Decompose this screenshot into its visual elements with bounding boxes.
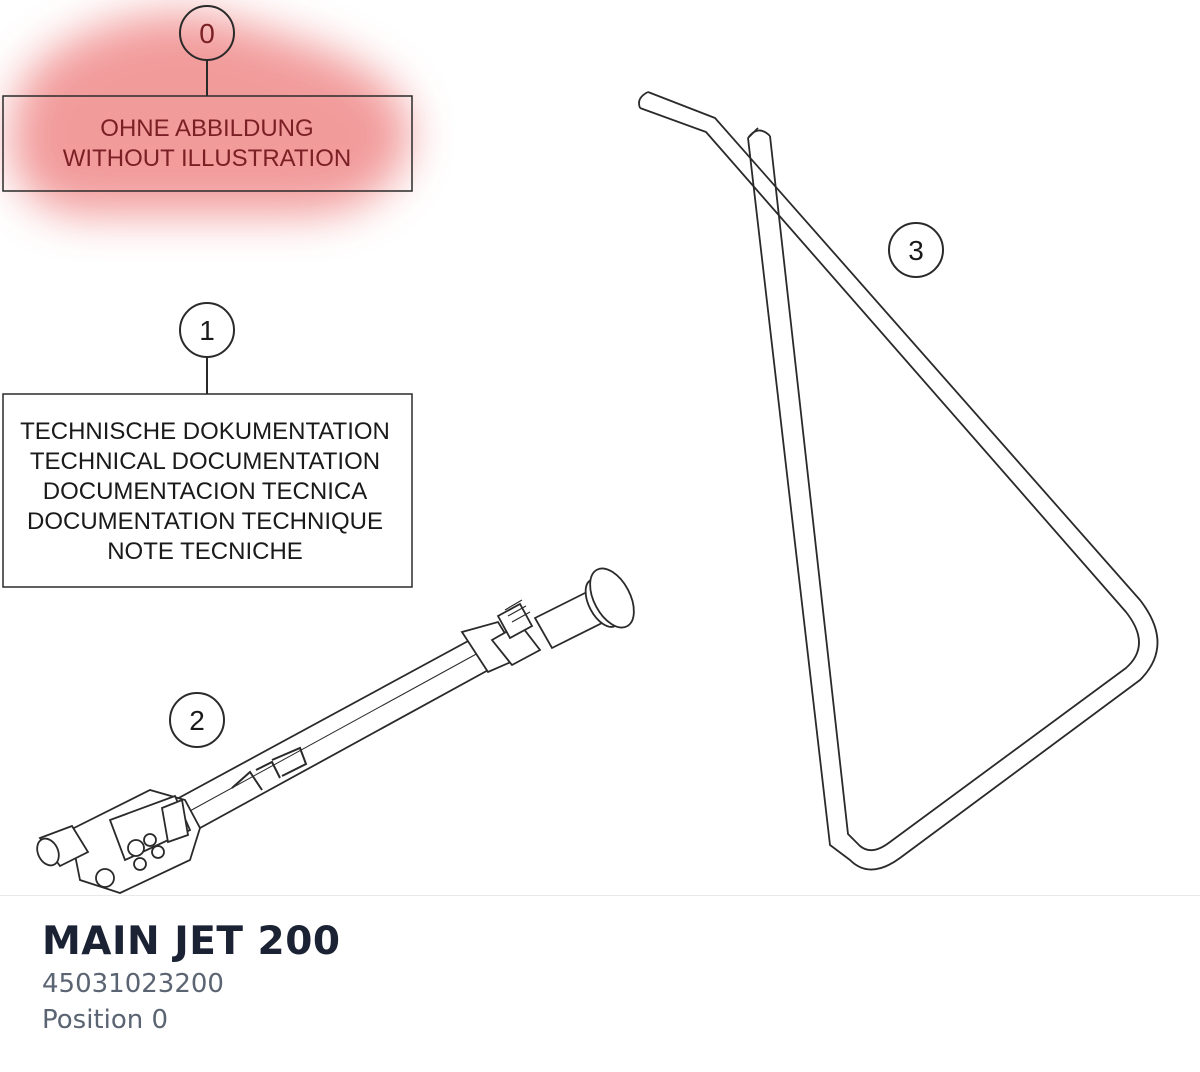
- callout-1-line: DOCUMENTATION TECHNIQUE: [27, 508, 383, 535]
- callout-0-line: OHNE ABBILDUNG: [100, 115, 313, 142]
- callout-0[interactable]: 0 OHNE ABBILDUNG WITHOUT ILLUSTRATION: [2, 5, 413, 192]
- callout-3-number: 3: [908, 235, 924, 266]
- callout-1-line: DOCUMENTACION TECNICA: [43, 478, 367, 505]
- callout-1[interactable]: 1 TECHNISCHE DOKUMENTATION TECHNICAL DOC…: [2, 302, 413, 588]
- callout-3[interactable]: 3: [888, 222, 944, 278]
- exploded-parts-diagram: 0 OHNE ABBILDUNG WITHOUT ILLUSTRATION 1 …: [2, 5, 1159, 894]
- part-info-panel: MAIN JET 200 45031023200 Position 0: [42, 918, 340, 1038]
- callout-0-number: 0: [199, 18, 215, 49]
- callout-1-line: NOTE TECNICHE: [107, 538, 303, 565]
- part-number: 45031023200: [42, 969, 224, 999]
- part-position: Position 0: [42, 1005, 169, 1035]
- callout-1-number: 1: [199, 315, 215, 346]
- callout-1-line: TECHNISCHE DOKUMENTATION: [20, 418, 390, 445]
- callout-2-number: 2: [189, 705, 205, 736]
- part-3-side-stand-drawing[interactable]: [638, 91, 1159, 871]
- callout-0-line: WITHOUT ILLUSTRATION: [63, 145, 351, 172]
- highlight-glow: [10, 12, 410, 215]
- part-2-pressure-gauge-drawing[interactable]: [33, 561, 643, 894]
- callout-2[interactable]: 2: [169, 692, 225, 748]
- callout-1-line: TECHNICAL DOCUMENTATION: [30, 448, 380, 475]
- section-divider: [0, 895, 1200, 896]
- part-title: MAIN JET 200: [42, 919, 341, 964]
